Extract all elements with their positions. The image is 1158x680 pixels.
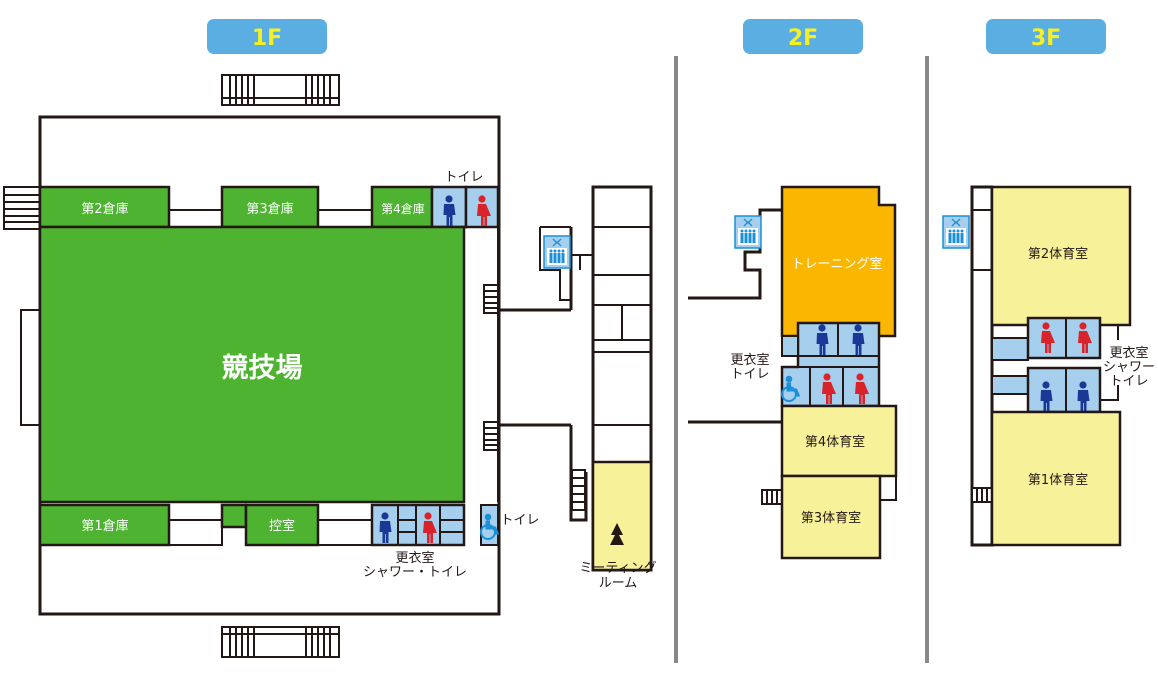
elevator-icon — [543, 235, 571, 269]
svg-text:トレーニング室: トレーニング室 — [791, 256, 882, 272]
locker-1f-line2: シャワー・トイレ — [363, 565, 467, 580]
locker-3f-line2: シャワー — [1103, 360, 1155, 375]
room-gym-2[interactable]: 第2体育室 — [990, 185, 1132, 327]
room-storage-1[interactable]: 第1倉庫 — [38, 503, 171, 547]
svg-text:控室: 控室 — [269, 518, 295, 534]
locker-3f[interactable]: 更衣室 シャワー トイレ — [991, 316, 1155, 414]
left-annex — [20, 309, 41, 426]
room-storage-3[interactable]: 第3倉庫 — [220, 185, 320, 229]
svg-text:第2倉庫: 第2倉庫 — [81, 202, 128, 217]
side-stairs — [483, 284, 499, 451]
floor-3f: 第2体育室 更衣室 シャワー トイレ 第1体育室 — [942, 185, 1155, 547]
stairs-top — [221, 74, 340, 106]
svg-text:第2体育室: 第2体育室 — [1028, 246, 1088, 262]
svg-text:第4倉庫: 第4倉庫 — [381, 201, 425, 216]
stairs-bottom — [221, 626, 340, 658]
small-room — [220, 503, 248, 529]
svg-text:第3体育室: 第3体育室 — [801, 510, 861, 526]
meeting-room-line2: ルーム — [599, 576, 638, 591]
stairs-3f — [971, 487, 993, 503]
room-meeting[interactable]: ミーティング ルーム — [579, 460, 657, 591]
locker-2f-line1: 更衣室 — [730, 352, 769, 368]
floor-tab-2f[interactable]: 2F — [743, 19, 863, 54]
floor-dividers — [674, 56, 929, 663]
restroom-top-label: トイレ — [444, 170, 483, 185]
stairs-left — [3, 186, 41, 230]
svg-text:第1体育室: 第1体育室 — [1028, 472, 1088, 488]
room-gym-3[interactable]: 第3体育室 — [780, 474, 897, 560]
room-storage-2[interactable]: 第2倉庫 — [38, 185, 171, 229]
floor-tab-2f-label: 2F — [788, 26, 818, 51]
floor-2f: トレーニング室 更衣室 トイレ 第4体育室 第3体育室 — [688, 185, 898, 560]
stairs-2f — [761, 489, 783, 505]
room-gym-4[interactable]: 第4体育室 — [780, 404, 898, 478]
room-gym-1[interactable]: 第1体育室 — [990, 410, 1122, 547]
floor-tab-3f[interactable]: 3F — [986, 19, 1106, 54]
elevator-icon — [942, 215, 970, 249]
locker-3f-line3: トイレ — [1109, 374, 1148, 389]
locker-1f-line1: 更衣室 — [395, 550, 434, 566]
room-waiting[interactable]: 控室 — [244, 503, 320, 547]
locker-3f-line1: 更衣室 — [1109, 345, 1148, 361]
floor-1f: 第2倉庫 第3倉庫 第4倉庫 トイレ 競技場 — [3, 74, 657, 658]
locker-2f-line2: トイレ — [730, 367, 769, 382]
restroom-side-label: トイレ — [500, 513, 539, 528]
room-training[interactable]: トレーニング室 — [780, 185, 897, 338]
meeting-room-line1: ミーティング — [579, 561, 656, 576]
floor-tab-3f-label: 3F — [1031, 26, 1061, 51]
arena-label: 競技場 — [222, 353, 303, 384]
room-arena[interactable]: 競技場 — [38, 225, 466, 504]
restroom-accessible[interactable]: トイレ — [480, 504, 540, 546]
elevator-icon — [734, 215, 762, 249]
restroom-top[interactable]: トイレ — [430, 170, 500, 229]
arrow-up-icon — [610, 523, 624, 545]
svg-text:第1倉庫: 第1倉庫 — [81, 519, 128, 534]
locker-2f[interactable]: 更衣室 トイレ — [730, 321, 881, 408]
svg-text:第3倉庫: 第3倉庫 — [246, 202, 293, 217]
locker-shower-1f[interactable]: 更衣室 シャワー・トイレ — [363, 503, 467, 580]
room-storage-4[interactable]: 第4倉庫 — [370, 185, 434, 229]
floor-tab-1f-label: 1F — [252, 26, 282, 51]
svg-text:第4体育室: 第4体育室 — [805, 434, 865, 450]
floor-tab-1f[interactable]: 1F — [207, 19, 327, 54]
